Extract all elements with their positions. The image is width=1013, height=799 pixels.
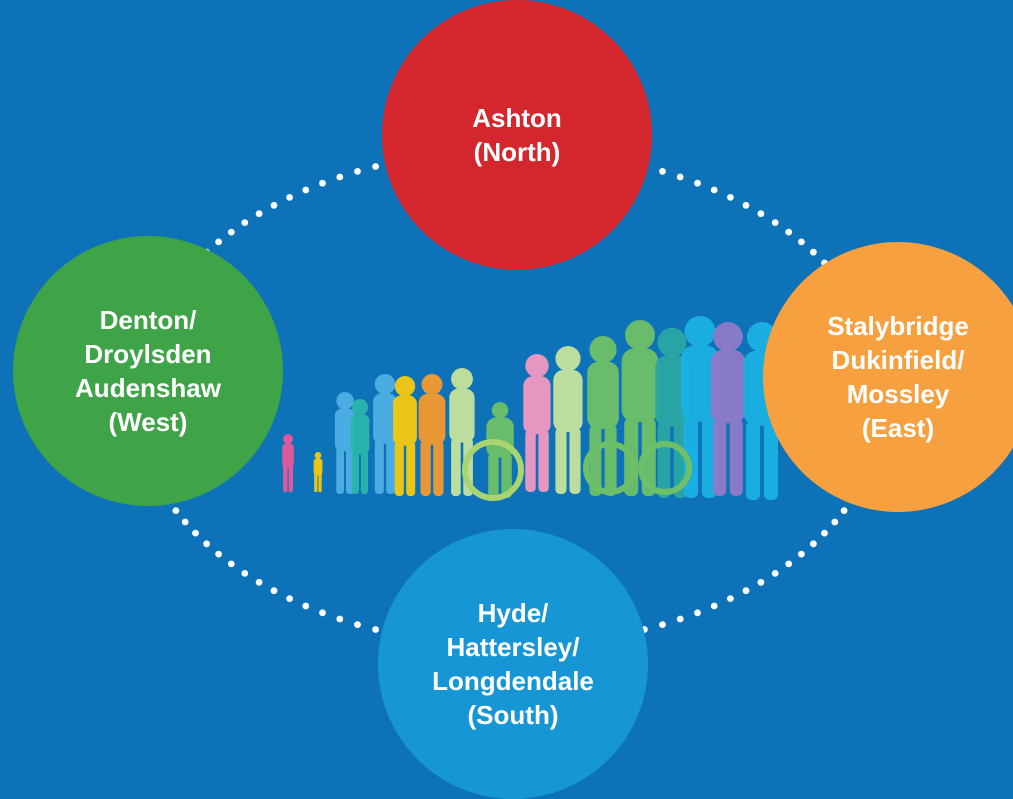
- connector-dot: [372, 626, 379, 633]
- node-east-line-1: Stalybridge: [827, 311, 969, 341]
- person-silhouette: [282, 434, 294, 492]
- connector-dot: [215, 550, 223, 558]
- connector-dot: [319, 609, 326, 617]
- node-stalybridge-dukinfield-mossley-east: Stalybridge Dukinfield/ Mossley (East): [763, 242, 1013, 512]
- node-west-line-3: Audenshaw: [75, 373, 221, 403]
- connector-dot: [302, 186, 310, 194]
- node-east-line-3: Mossley: [846, 379, 950, 409]
- connector-dot: [286, 194, 293, 201]
- connector-dot: [821, 529, 828, 537]
- person-silhouette: [523, 354, 551, 492]
- connector-dot: [742, 587, 750, 595]
- wheel-shape: [462, 439, 524, 501]
- person-silhouette: [350, 399, 370, 494]
- connector-dot: [742, 201, 750, 209]
- connector-dot: [710, 602, 718, 610]
- node-south-line-3: Longdendale: [432, 666, 594, 696]
- person-silhouette: [313, 452, 323, 492]
- connector-dot: [659, 168, 666, 175]
- connector-dot: [785, 228, 793, 236]
- person-silhouette: [587, 336, 619, 496]
- connector-dot: [255, 210, 263, 218]
- connector-dot: [771, 570, 779, 577]
- node-hyde-hattersley-longdendale-south: Hyde/ Hattersley/ Longdendale (South): [378, 529, 648, 799]
- connector-dot: [694, 179, 701, 187]
- wheel-shape: [638, 441, 692, 495]
- connector-dot: [302, 602, 310, 610]
- connector-dot: [336, 615, 344, 623]
- node-ashton-north: Ashton (North): [382, 0, 652, 270]
- connector-dot: [676, 615, 684, 623]
- connector-dot: [710, 186, 718, 194]
- connector-dot: [810, 540, 817, 548]
- connector-dot: [757, 578, 765, 586]
- connector-dot: [172, 507, 180, 514]
- person-silhouette: [449, 368, 475, 496]
- connector-dot: [336, 173, 344, 181]
- node-ashton-line-1: Ashton: [472, 103, 562, 133]
- connector-dot: [241, 219, 249, 227]
- connector-dot: [227, 228, 235, 236]
- connector-dot: [319, 179, 326, 187]
- node-west-line-4: (West): [108, 407, 188, 437]
- node-east-line-4: (East): [861, 413, 935, 443]
- node-east-line-2: Dukinfield/: [831, 345, 965, 375]
- connector-dot: [798, 550, 805, 558]
- connector-dot: [286, 595, 293, 602]
- connector-dot: [676, 173, 684, 181]
- person-silhouette: [553, 346, 583, 494]
- connector-dot: [203, 540, 211, 548]
- node-denton-droylsden-audenshaw-west: Denton/ Droylsden Audenshaw (West): [13, 236, 283, 506]
- connector-dot: [840, 507, 848, 514]
- connector-dot: [227, 560, 235, 568]
- connector-dot: [659, 621, 666, 628]
- connector-dot: [810, 248, 817, 256]
- node-south-line-4: (South): [467, 700, 559, 730]
- connector-dot: [727, 194, 734, 201]
- connector-dot: [255, 578, 263, 586]
- node-west-line-1: Denton/: [99, 305, 197, 335]
- connector-dot: [354, 621, 361, 628]
- connector-dot: [192, 529, 199, 537]
- connector-dot: [372, 163, 379, 170]
- connector-dot: [757, 210, 765, 218]
- person-silhouette: [373, 374, 397, 494]
- wheel-shape: [583, 441, 637, 495]
- connector-dot: [831, 518, 839, 526]
- person-silhouette: [334, 392, 356, 494]
- connector-dot: [727, 595, 734, 602]
- connector-dot: [181, 518, 189, 526]
- connector-dot: [354, 168, 361, 175]
- node-west-line-2: Droylsden: [84, 339, 212, 369]
- connector-dot: [215, 238, 223, 246]
- person-silhouette: [393, 376, 417, 496]
- node-ashton-line-2: (North): [473, 137, 561, 167]
- connector-dot: [785, 560, 793, 568]
- person-silhouette: [418, 374, 446, 496]
- node-south-line-2: Hattersley/: [446, 632, 580, 662]
- connector-dot: [771, 219, 779, 227]
- connector-dot: [270, 201, 278, 209]
- connector-dot: [694, 609, 701, 617]
- person-silhouette: [710, 322, 746, 496]
- connector-dot: [270, 587, 278, 595]
- connector-dot: [241, 570, 249, 577]
- node-south-line-1: Hyde/: [477, 598, 549, 628]
- connector-dot: [798, 238, 805, 246]
